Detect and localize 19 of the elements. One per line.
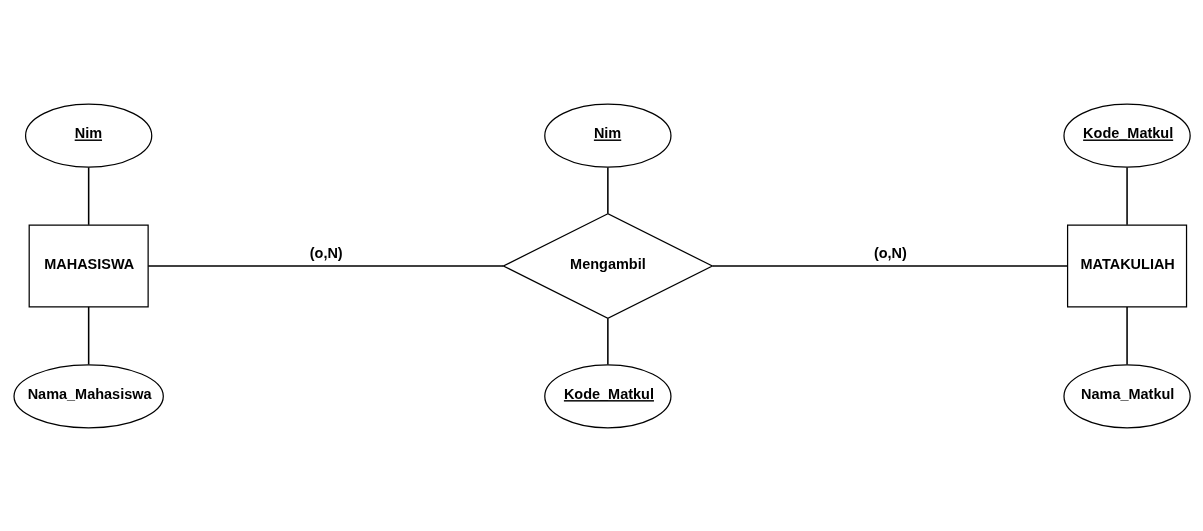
node-box: MAHASISWA [28, 224, 149, 307]
node-diamond: Mengambil [501, 212, 714, 319]
node-ellipse: Kode_Matkul [543, 363, 672, 428]
connector [711, 264, 1068, 267]
edge-label: (o,N) [873, 244, 907, 261]
edge-label: (o,N) [309, 244, 343, 261]
node-ellipse: Nama_Mahasiswa [12, 363, 164, 428]
node-box: MATAKULIAH [1066, 224, 1187, 307]
node-ellipse: Kode_Matkul [1062, 103, 1191, 168]
connector [87, 305, 89, 365]
connector [146, 264, 504, 267]
connector [87, 166, 89, 226]
connector [606, 317, 609, 365]
node-ellipse: Nama_Matkul [1062, 363, 1191, 428]
connector [1125, 166, 1128, 226]
node-ellipse: Nim [543, 103, 672, 168]
node-ellipse: Nim [24, 103, 152, 168]
connector [1125, 305, 1128, 365]
connector [606, 166, 609, 214]
